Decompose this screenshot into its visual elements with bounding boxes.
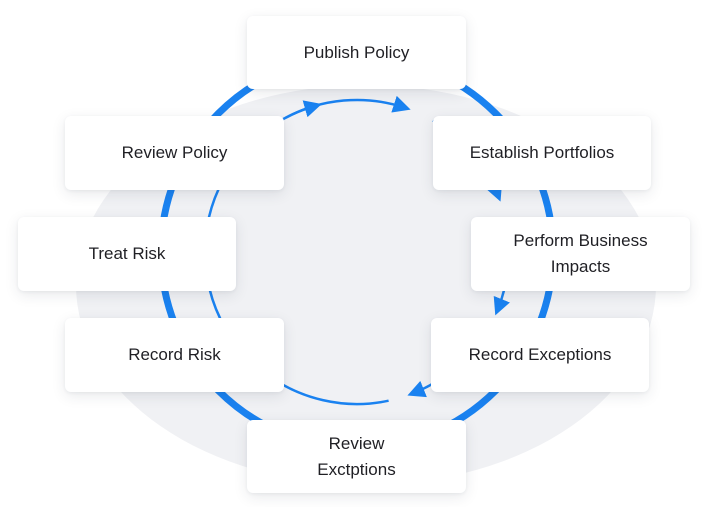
- step-label: Perform Business Impacts: [513, 231, 648, 276]
- step-label: Publish Policy: [303, 42, 410, 62]
- step-label: Review Policy: [121, 143, 228, 162]
- step-label: Record Risk: [128, 345, 221, 364]
- step-publish-policy: Publish Policy: [247, 16, 466, 89]
- step-record-exceptions: Record Exceptions: [431, 318, 649, 392]
- step-treat-risk: Treat Risk: [18, 217, 236, 291]
- step-review-policy: Review Policy: [65, 116, 284, 190]
- step-review-exctptions: Review Exctptions: [247, 420, 466, 493]
- step-label: Treat Risk: [88, 244, 166, 263]
- step-record-risk: Record Risk: [65, 318, 284, 392]
- step-label: Review Exctptions: [317, 433, 396, 479]
- step-perform-business-impacts: Perform Business Impacts: [471, 217, 690, 291]
- step-label: Establish Portfolios: [469, 143, 615, 162]
- step-label: Record Exceptions: [468, 345, 612, 364]
- step-establish-portfolios: Establish Portfolios: [433, 116, 651, 190]
